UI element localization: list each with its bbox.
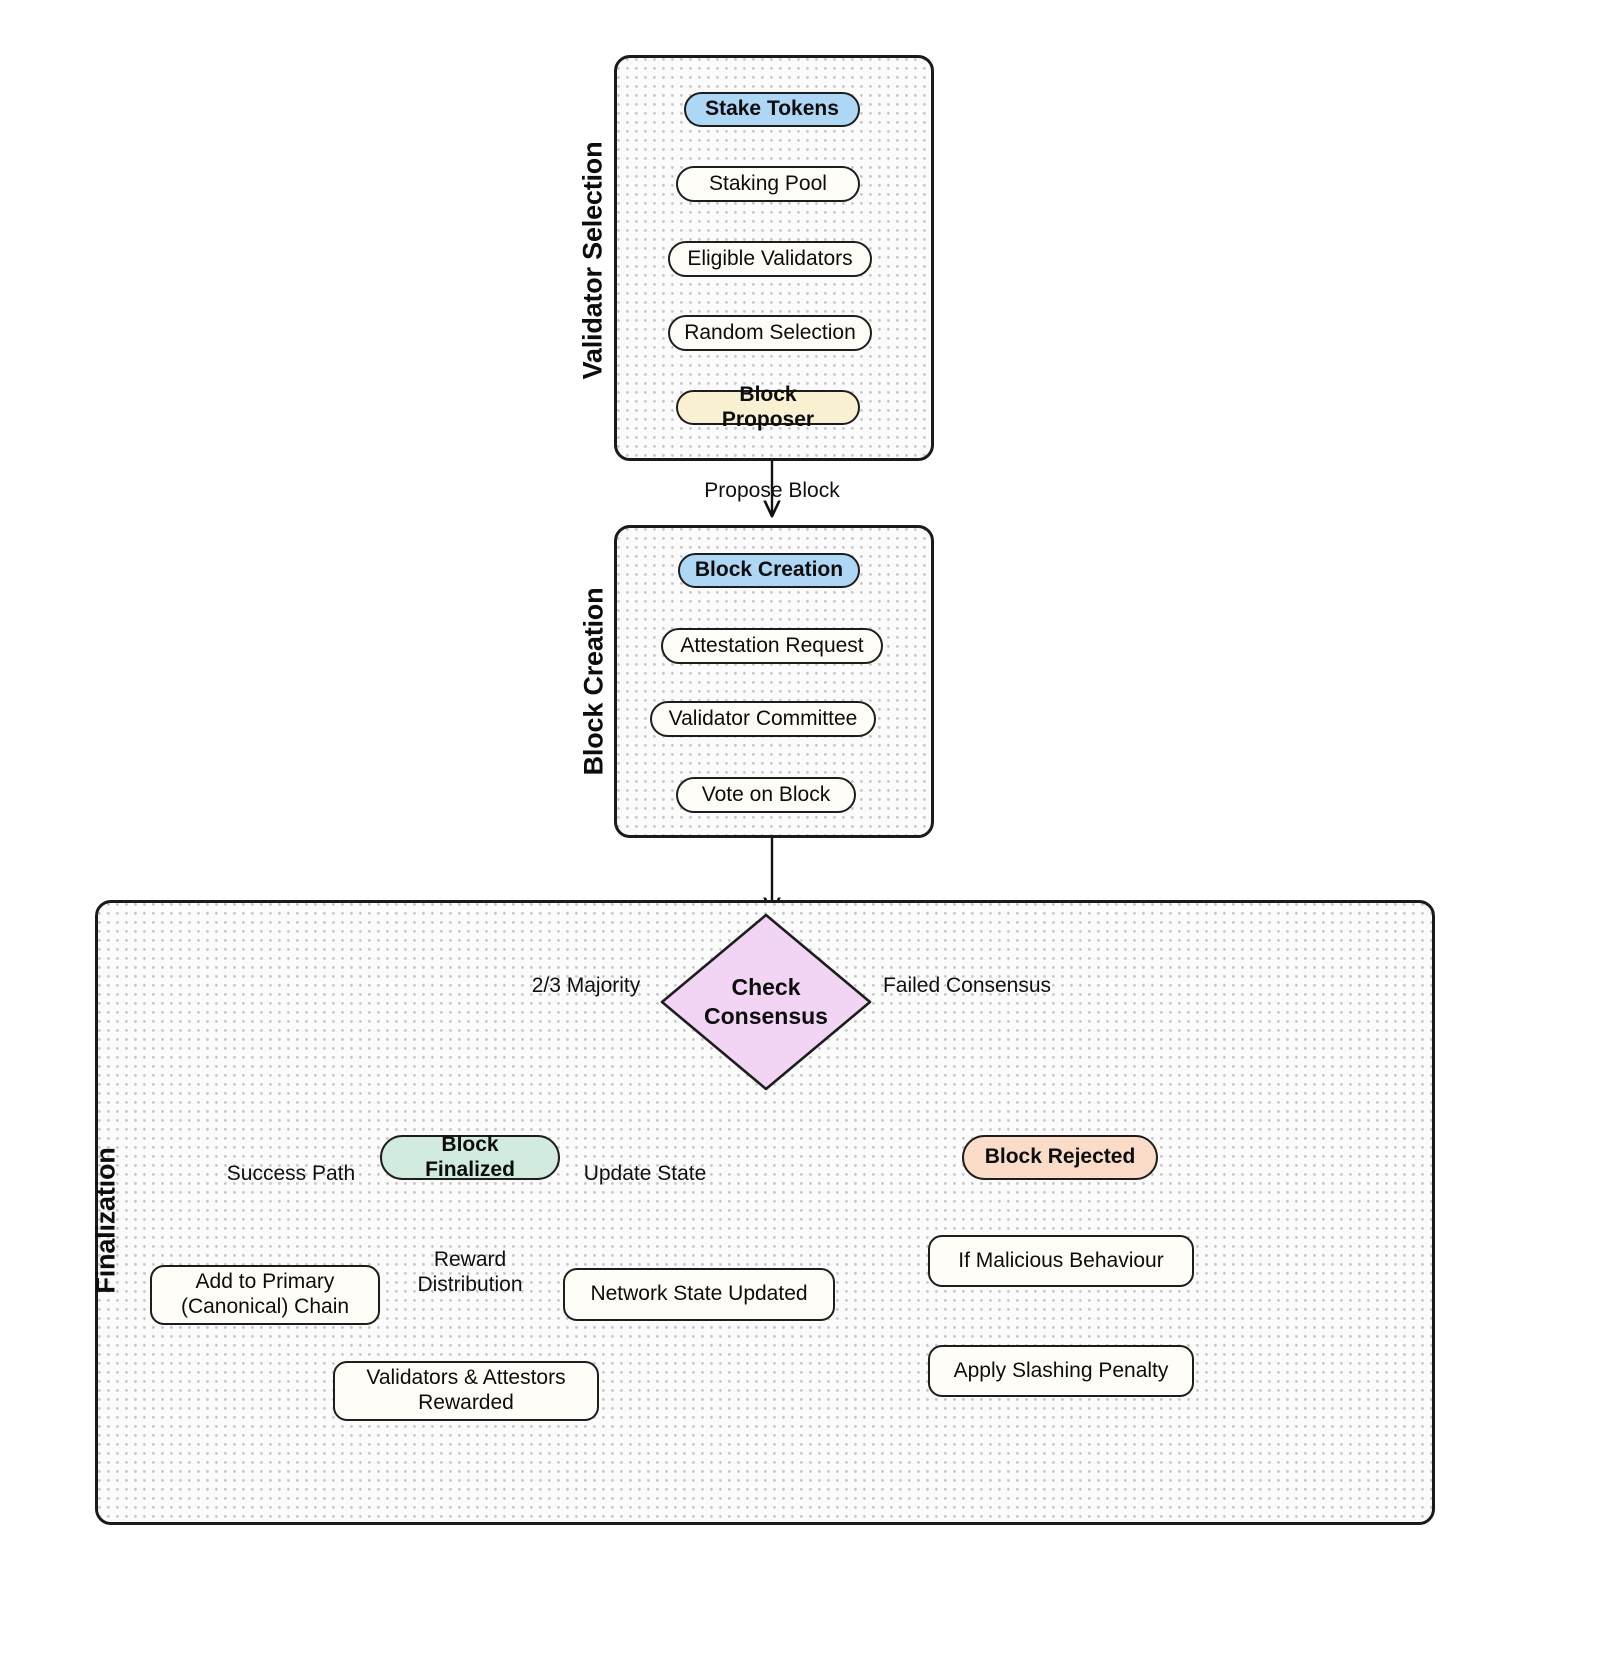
node-apply-slashing-penalty[interactable]: Apply Slashing Penalty xyxy=(928,1345,1194,1397)
node-block-proposer[interactable]: Block Proposer xyxy=(676,383,860,431)
check-consensus-label: Check Consensus xyxy=(704,974,828,1029)
node-stake-tokens[interactable]: Stake Tokens xyxy=(684,92,860,127)
edge-label-update-state: Update State xyxy=(583,1162,707,1185)
edge-label-propose-block: Propose Block xyxy=(704,479,840,502)
diamond-shape xyxy=(660,913,872,1091)
edge-label-two-thirds-majority: 2/3 Majority xyxy=(531,974,641,997)
node-vote-on-block[interactable]: Vote on Block xyxy=(676,777,856,813)
subgraph-label-validator-selection: Validator Selection xyxy=(577,141,608,380)
node-add-to-primary-chain[interactable]: Add to Primary (Canonical) Chain xyxy=(150,1265,380,1325)
node-validators-rewarded[interactable]: Validators & Attestors Rewarded xyxy=(333,1361,599,1421)
node-validator-committee[interactable]: Validator Committee xyxy=(650,701,876,737)
node-network-state-updated[interactable]: Network State Updated xyxy=(563,1268,835,1321)
node-random-selection[interactable]: Random Selection xyxy=(668,315,872,351)
node-attestation-request[interactable]: Attestation Request xyxy=(661,628,883,664)
node-block-finalized[interactable]: Block Finalized xyxy=(380,1133,560,1181)
subgraph-label-finalization: Finalization xyxy=(90,1147,121,1294)
node-staking-pool[interactable]: Staking Pool xyxy=(676,166,860,202)
edge-label-success-path: Success Path xyxy=(226,1162,356,1185)
subgraph-label-block-creation: Block Creation xyxy=(578,587,609,776)
node-check-consensus[interactable]: Check Consensus xyxy=(660,913,872,1091)
node-block-creation[interactable]: Block Creation xyxy=(678,553,860,588)
node-eligible-validators[interactable]: Eligible Validators xyxy=(668,241,872,277)
node-block-rejected[interactable]: Block Rejected xyxy=(962,1135,1158,1180)
node-if-malicious-behaviour[interactable]: If Malicious Behaviour xyxy=(928,1235,1194,1287)
edge-label-reward-distribution: Reward Distribution xyxy=(417,1248,523,1296)
edge-label-failed-consensus: Failed Consensus xyxy=(882,974,1052,997)
